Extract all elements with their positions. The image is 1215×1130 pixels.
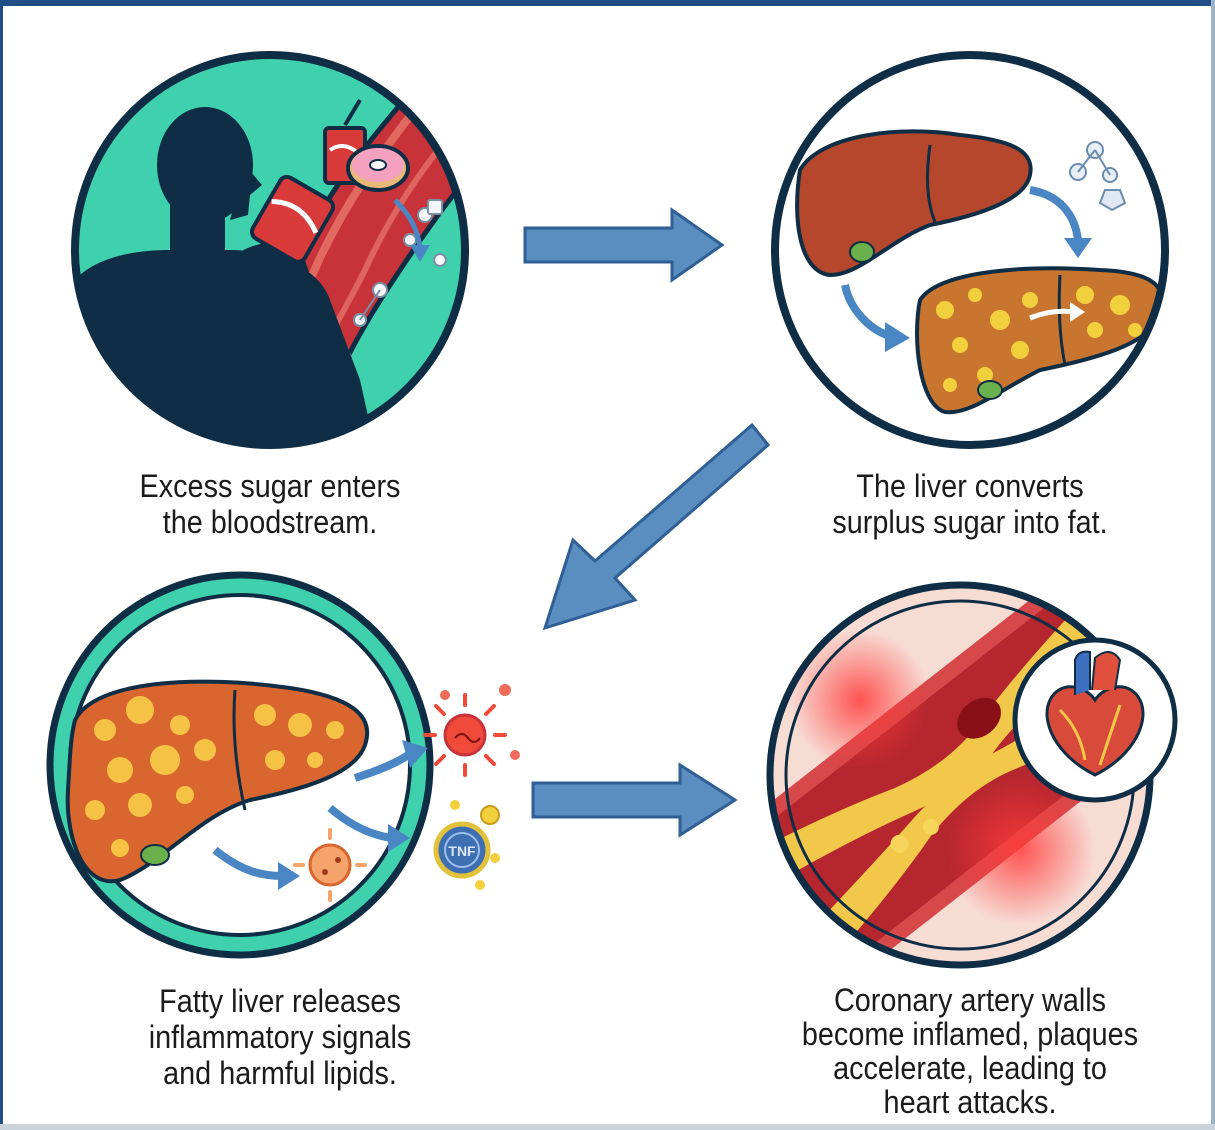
step3-illustration: TNF bbox=[50, 575, 520, 955]
cytokine-icon bbox=[425, 684, 520, 775]
caption-line: inflammatory signals bbox=[109, 1019, 451, 1055]
lipid-badge-text: TNF bbox=[448, 843, 476, 859]
step1-caption: Excess sugar enters the bloodstream. bbox=[108, 468, 432, 540]
step4-illustration bbox=[697, 540, 1215, 1010]
caption-line: Excess sugar enters bbox=[108, 468, 432, 504]
caption-line: Coronary artery walls bbox=[763, 983, 1177, 1017]
caption-line: surplus sugar into fat. bbox=[790, 504, 1150, 540]
lipid-droplet-icon: TNF bbox=[436, 800, 500, 890]
step2-caption: The liver converts surplus sugar into fa… bbox=[790, 468, 1150, 540]
arrow-step1-to-step2 bbox=[525, 210, 722, 280]
caption-line: become inflamed, plaques bbox=[763, 1017, 1177, 1051]
donut-icon bbox=[348, 146, 408, 190]
arrow-step2-to-step3 bbox=[545, 425, 768, 628]
caption-line: and harmful lipids. bbox=[109, 1055, 451, 1091]
caption-line: heart attacks. bbox=[763, 1085, 1177, 1119]
caption-line: Fatty liver releases bbox=[109, 983, 451, 1019]
step2-illustration bbox=[775, 55, 1165, 445]
caption-line: the bloodstream. bbox=[108, 504, 432, 540]
step3-caption: Fatty liver releases inflammatory signal… bbox=[109, 983, 451, 1091]
heart-icon bbox=[1015, 640, 1175, 800]
caption-line: accelerate, leading to bbox=[763, 1051, 1177, 1085]
step4-caption: Coronary artery walls become inflamed, p… bbox=[763, 983, 1177, 1119]
caption-line: The liver converts bbox=[790, 468, 1150, 504]
step1-illustration bbox=[60, 55, 520, 470]
arrow-step3-to-step4 bbox=[533, 765, 735, 835]
